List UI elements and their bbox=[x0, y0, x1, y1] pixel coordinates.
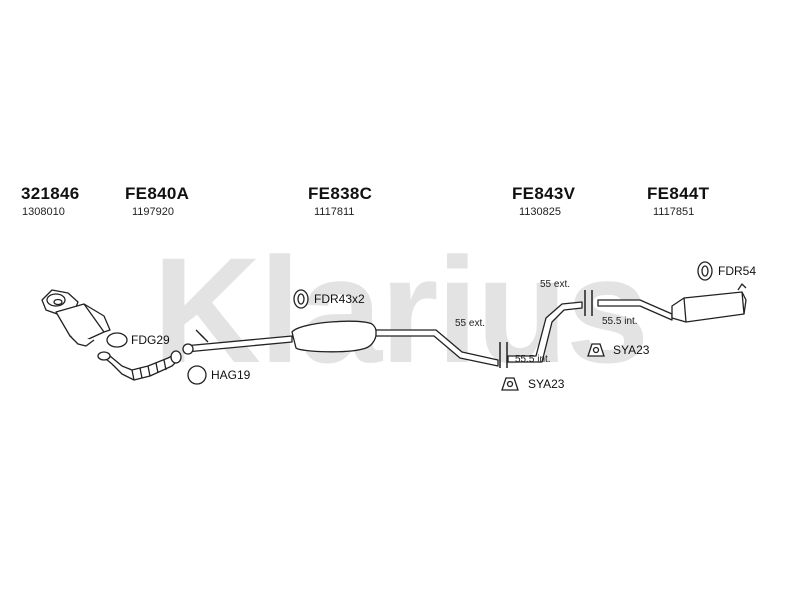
pipe-dimension-note: 55 ext. bbox=[455, 318, 486, 329]
fitting-label-fdr54: FDR54 bbox=[718, 264, 757, 278]
part-number: 1130825 bbox=[519, 206, 562, 218]
front-pipe-FE840A bbox=[97, 350, 182, 381]
rubber-mount-icon bbox=[293, 289, 309, 309]
fitting-label-sya23: SYA23 bbox=[613, 343, 650, 357]
fitting-label-sya23: SYA23 bbox=[528, 377, 565, 391]
part-number: 1197920 bbox=[132, 206, 175, 218]
hanger-bracket-icon bbox=[501, 377, 519, 391]
part-code: 321846 bbox=[21, 184, 80, 203]
part-number: 1117851 bbox=[653, 206, 695, 218]
part-code: FE843V bbox=[512, 184, 576, 203]
part-number: 1308010 bbox=[22, 206, 65, 218]
gasket-icon bbox=[106, 332, 128, 348]
rubber-mount-icon bbox=[697, 261, 713, 281]
fitting-label-fdg29: FDG29 bbox=[131, 333, 170, 347]
part-code: FE840A bbox=[125, 184, 190, 203]
intermediate-pipe-FE843V bbox=[507, 301, 583, 363]
pipe-dimension-note: 55.5 int. bbox=[515, 354, 551, 365]
centre-silencer-FE838C bbox=[182, 320, 499, 367]
pipe-dimension-note: 55 ext. bbox=[540, 279, 571, 290]
hanger-bracket-icon bbox=[587, 343, 605, 357]
part-code: FE838C bbox=[308, 184, 373, 203]
catalytic-converter-321846 bbox=[41, 289, 111, 347]
part-code: FE844T bbox=[647, 184, 710, 203]
clamp-marks-right bbox=[584, 290, 593, 316]
gasket-ring-icon bbox=[187, 365, 207, 385]
part-number: 1117811 bbox=[314, 206, 355, 218]
fitting-label-hag19: HAG19 bbox=[211, 368, 251, 382]
fitting-label-fdr43x2: FDR43x2 bbox=[314, 292, 365, 306]
clamp-marks-left bbox=[499, 342, 508, 368]
pipe-dimension-note: 55.5 int. bbox=[602, 316, 638, 327]
rear-silencer-FE844T bbox=[597, 283, 747, 323]
